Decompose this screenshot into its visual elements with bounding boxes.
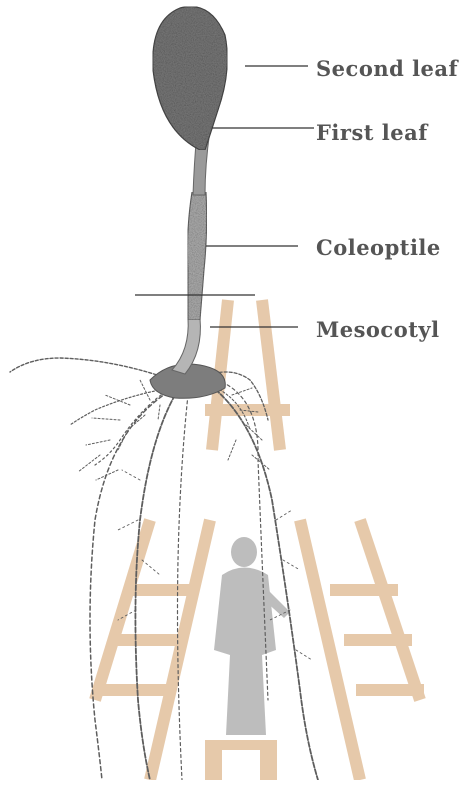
- university-emblem-watermark: [95, 300, 424, 780]
- statue-figure-watermark: [214, 537, 290, 735]
- label-mesocotyl: Mesocotyl: [316, 317, 440, 342]
- coleoptile: [188, 192, 207, 320]
- label-first-leaf: First leaf: [316, 120, 428, 145]
- label-coleoptile: Coleoptile: [316, 235, 441, 260]
- label-second-leaf: Second leaf: [316, 56, 458, 81]
